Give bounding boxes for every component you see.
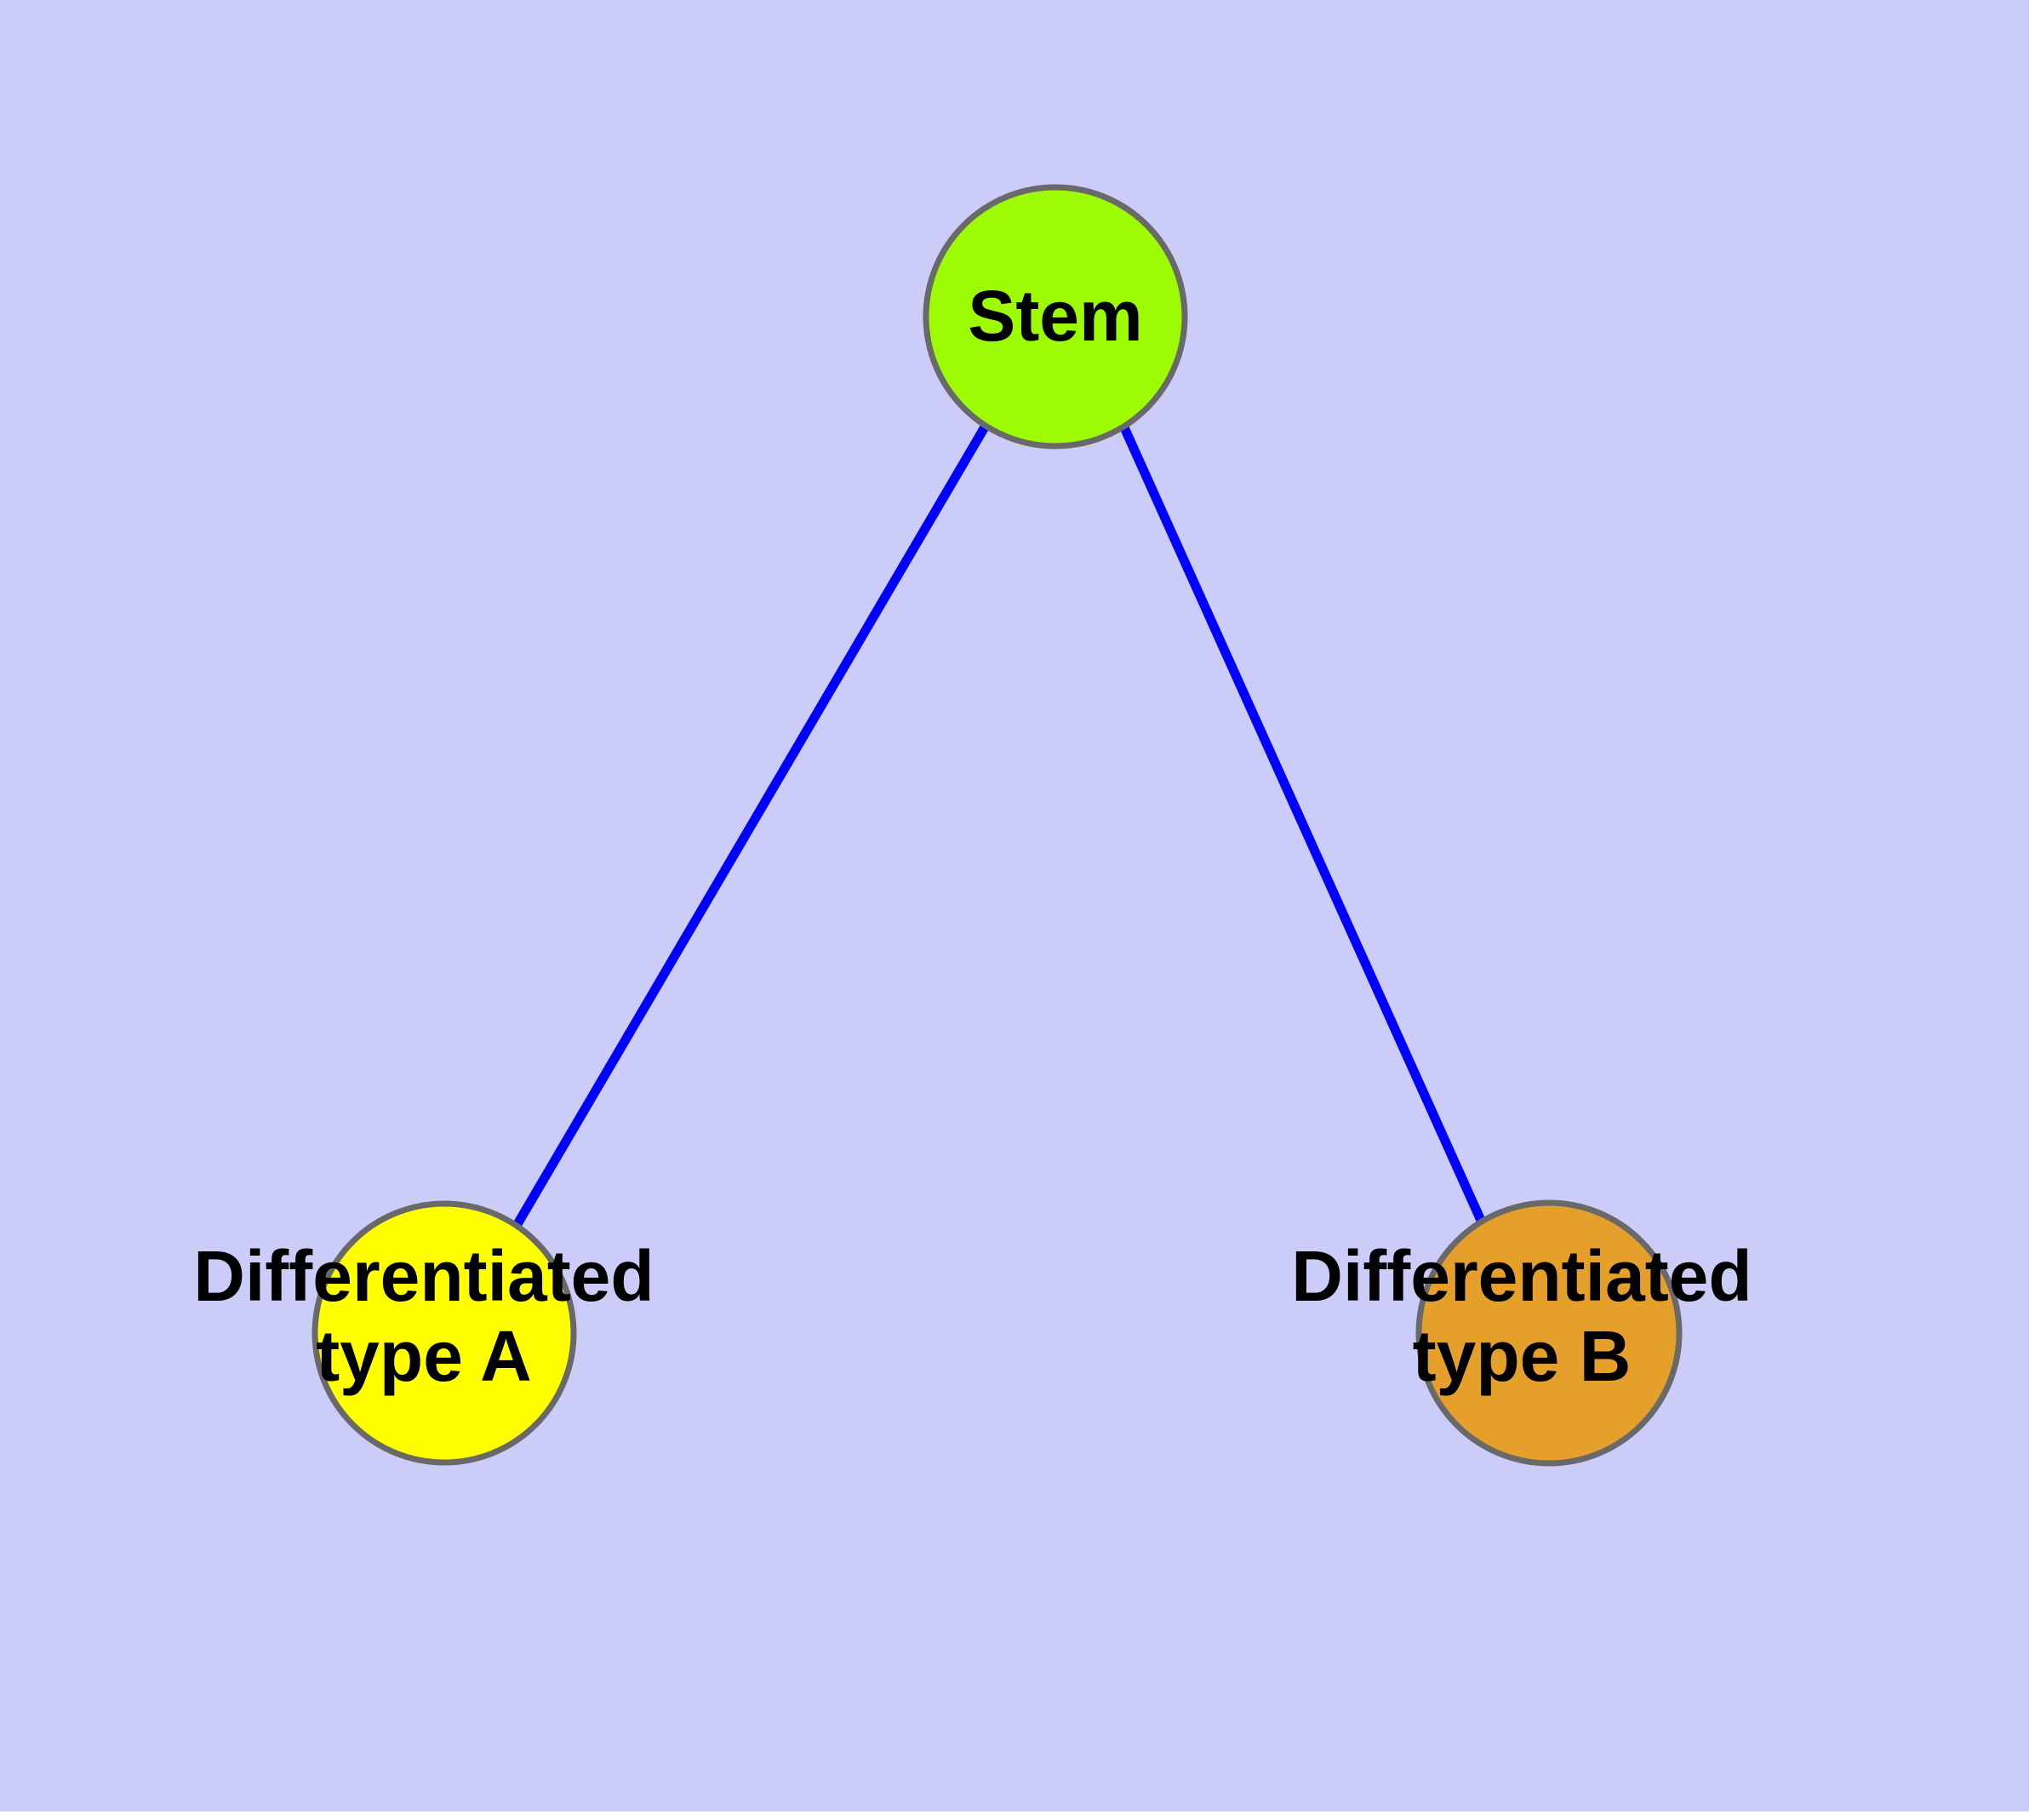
- edge-stem-diff-b[interactable]: [1118, 423, 1488, 1227]
- node-stem[interactable]: [923, 184, 1188, 449]
- node-label-line: Differentiated: [193, 1236, 654, 1316]
- node-diff-b[interactable]: [1415, 1199, 1683, 1467]
- node-label-line: Stem: [968, 276, 1142, 356]
- node-label-line: type B: [1413, 1316, 1632, 1396]
- node-label-line: type A: [316, 1316, 532, 1396]
- node-label-stem: Stem: [968, 276, 1142, 356]
- nodes-group: [311, 184, 1683, 1467]
- node-diff-a[interactable]: [311, 1200, 577, 1466]
- node-label-line: Differentiated: [1291, 1236, 1752, 1316]
- edge-stem-diff-a[interactable]: [513, 423, 990, 1227]
- edges-group: [513, 423, 1488, 1227]
